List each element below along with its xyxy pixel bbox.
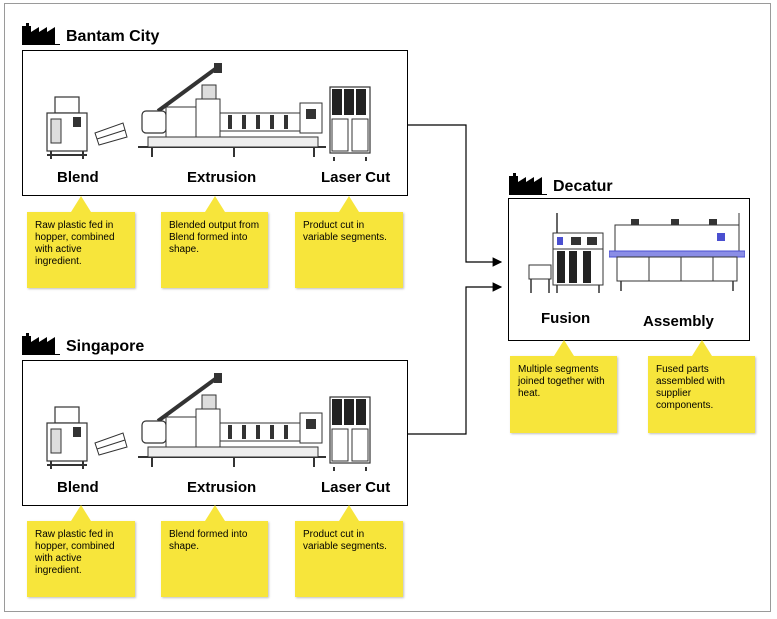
stage-label-assembly: Assembly [643, 313, 714, 330]
fusion-machine [528, 213, 604, 293]
site-name: Decatur [553, 178, 613, 195]
extrusion-machine [138, 373, 326, 467]
stage-label-blend: Blend [57, 169, 99, 186]
site-name: Singapore [66, 338, 145, 355]
laser-cutter-machine [329, 396, 371, 471]
stage-label-extrusion: Extrusion [187, 169, 257, 186]
site-title-singapore: Singapore [22, 333, 144, 355]
site-panel-decatur: Fusion Assembly [508, 198, 750, 341]
stage-label-laser-cut: Laser Cut [321, 169, 391, 186]
note-decatur-assembly: Fused parts assembled with supplier comp… [648, 340, 755, 433]
connector-bantam-to-decatur [407, 124, 503, 267]
factory-icon [22, 23, 60, 45]
note-singapore-blend: Raw plastic fed in hopper, combined with… [27, 505, 135, 597]
laser-cutter-machine [329, 86, 371, 161]
factory-icon [509, 173, 547, 195]
blender-machine [46, 96, 128, 159]
site-name: Bantam City [66, 28, 160, 45]
note-singapore-laser-cut: Product cut in variable segments. [295, 505, 403, 597]
site-title-bantam: Bantam City [22, 23, 159, 45]
site-panel-singapore: Blend Extrusion Laser Cut [22, 360, 408, 506]
site-title-decatur: Decatur [509, 173, 613, 195]
note-bantam-laser-cut: Product cut in variable segments. [295, 196, 403, 288]
stage-label-fusion: Fusion [541, 310, 591, 327]
note-singapore-extrusion: Blend formed into shape. [161, 505, 268, 597]
blender-machine [46, 406, 128, 469]
assembly-line-machine [609, 213, 745, 291]
stage-label-extrusion: Extrusion [187, 479, 257, 496]
note-decatur-fusion: Multiple segments joined together with h… [510, 340, 617, 433]
site-panel-bantam: Blend Extrusion Laser Cut [22, 50, 408, 196]
note-bantam-extrusion: Blended output from Blend formed into sh… [161, 196, 268, 288]
extrusion-machine [138, 63, 326, 157]
note-bantam-blend: Raw plastic fed in hopper, combined with… [27, 196, 135, 288]
factory-icon [22, 333, 60, 355]
stage-label-blend: Blend [57, 479, 99, 496]
connector-singapore-to-decatur [407, 282, 503, 435]
stage-label-laser-cut: Laser Cut [321, 479, 391, 496]
